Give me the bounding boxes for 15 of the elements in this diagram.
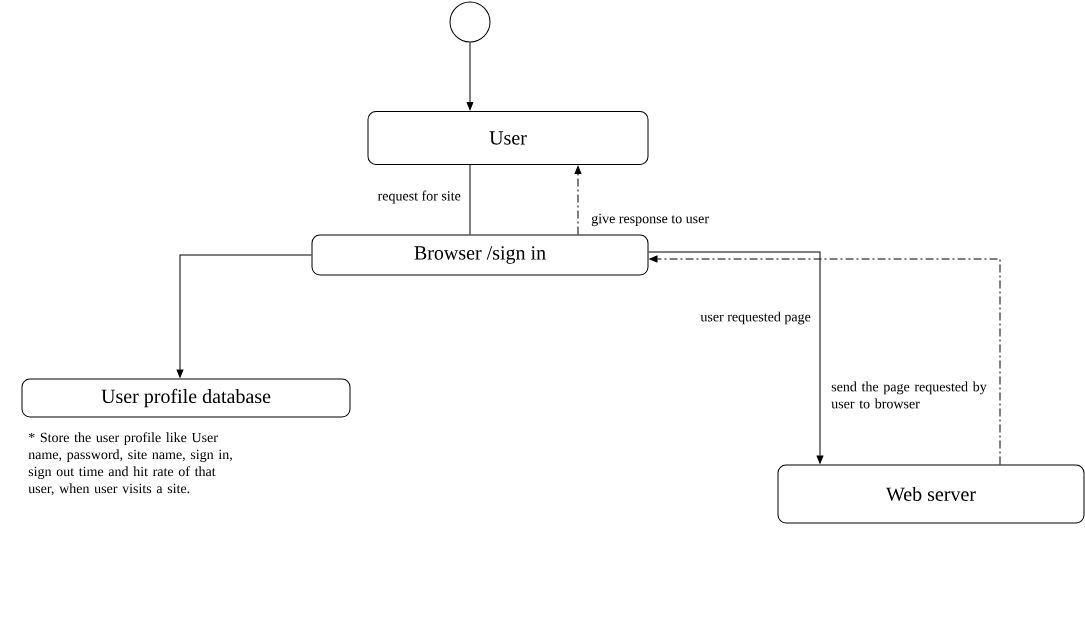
process-box: User profile database [21,378,351,418]
process-box: User [367,111,649,165]
edge-label: user requested page [699,310,812,326]
note-text: * Store the user profile like User name, password, site name, sign in, sign out time and hit rate of that user, when user visits a site. [28,432,232,496]
edge-label: request for site [376,189,462,205]
arrow [466,42,474,111]
arrow [649,255,1001,465]
process-box: Browser /sign in [311,234,649,276]
edge-label: send the page requested by user to browser [830,380,998,410]
start-circle [449,1,491,43]
arrow [176,254,312,378]
process-box: Web server [777,464,1085,524]
arrow [574,165,582,235]
arrow [648,251,824,464]
edge-label: give response to user [590,212,710,228]
